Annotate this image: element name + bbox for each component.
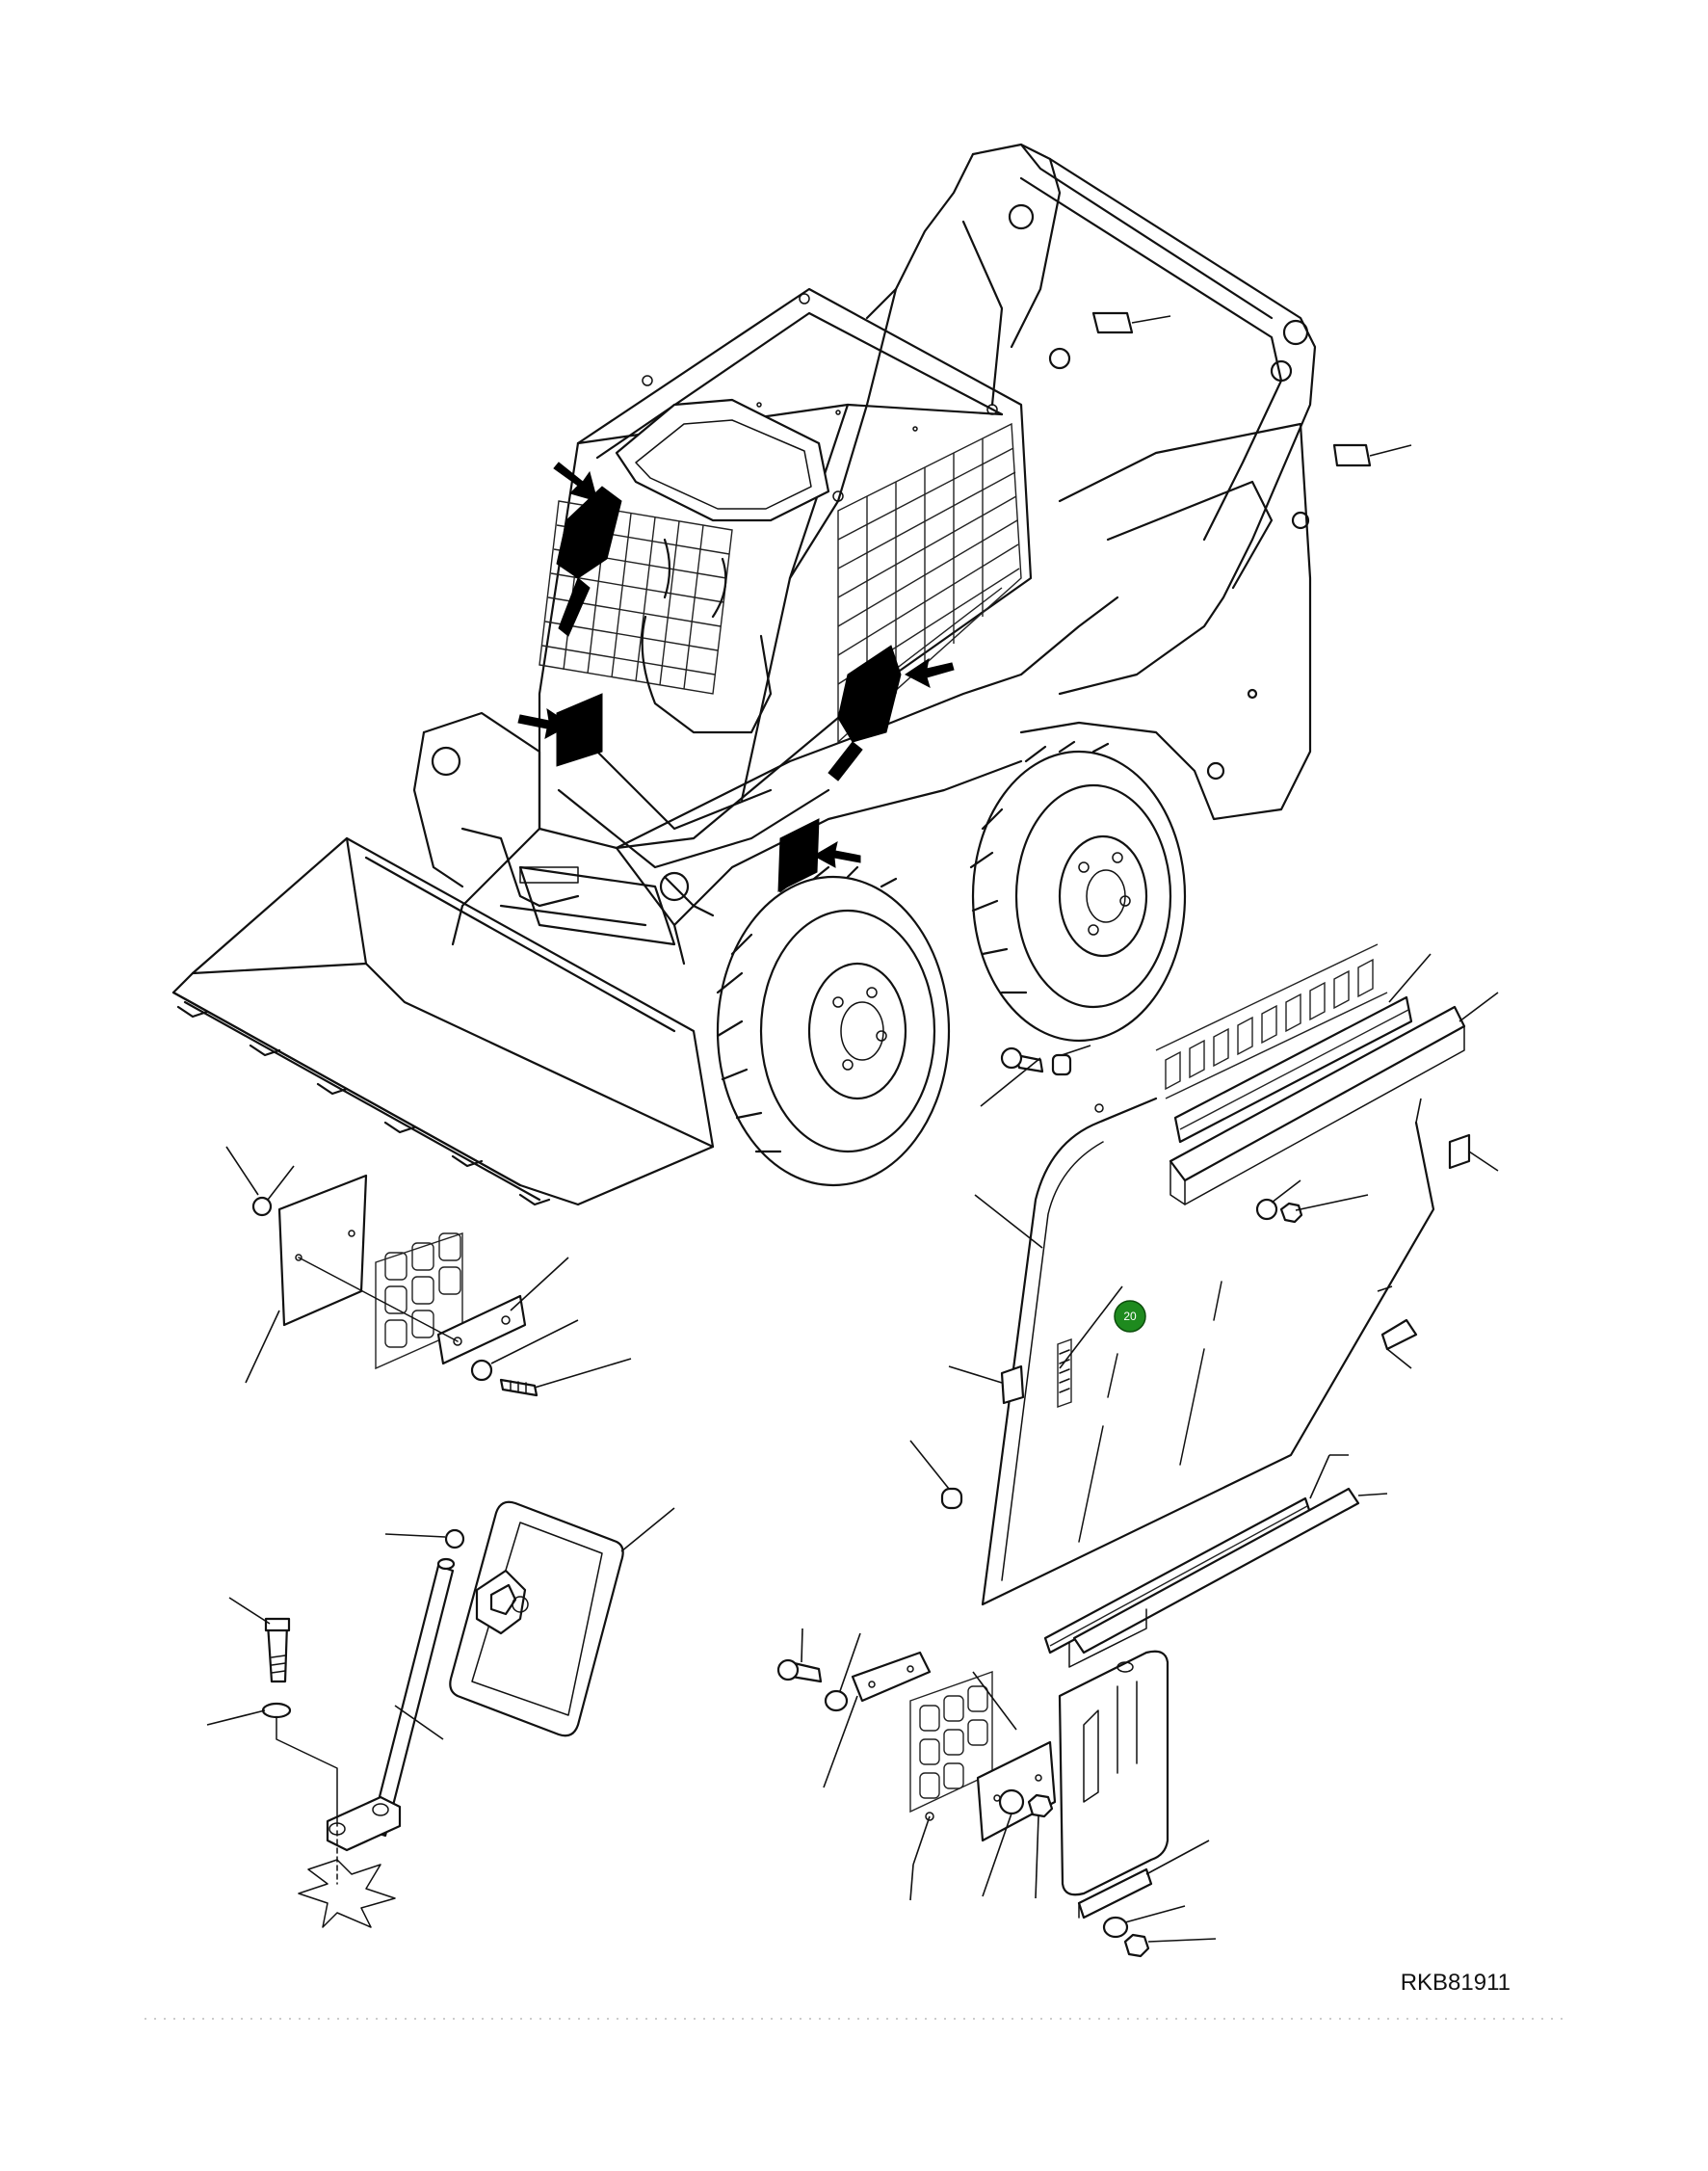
manual-holder bbox=[1058, 1650, 1169, 1896]
nut-icon bbox=[1027, 1793, 1054, 1818]
spacer-icon bbox=[1051, 1053, 1072, 1076]
arrow-icon bbox=[517, 707, 571, 739]
washer-icon bbox=[1255, 1198, 1278, 1221]
rear-wheel bbox=[969, 740, 1187, 1043]
arrow-icon bbox=[553, 462, 598, 502]
callout-badge[interactable]: 20 bbox=[1114, 1300, 1146, 1333]
nut-icon bbox=[1123, 1933, 1150, 1958]
label-plate-right bbox=[1332, 443, 1412, 467]
nut-icon bbox=[1279, 1202, 1303, 1224]
skid-steer-loader bbox=[171, 143, 1412, 1206]
label-plate-upper bbox=[1091, 311, 1171, 334]
door-glass-panel bbox=[981, 1097, 1435, 1606]
callout-badge-label: 20 bbox=[1123, 1310, 1137, 1323]
mirror-assembly bbox=[206, 1500, 675, 1928]
decal-side-panel bbox=[777, 818, 820, 892]
washer-icon bbox=[261, 1702, 292, 1719]
decal-cab-left-upper bbox=[556, 486, 622, 579]
bolt-icon bbox=[266, 1622, 289, 1683]
front-wheel bbox=[716, 865, 951, 1187]
decal-cab-right bbox=[837, 645, 902, 743]
cab-front-mesh bbox=[539, 500, 733, 695]
arrow-icon bbox=[905, 657, 955, 688]
cab-side-mesh bbox=[837, 422, 1022, 744]
plug-icon bbox=[940, 1487, 963, 1510]
mesh-panel-assembly-left bbox=[225, 1146, 632, 1397]
decal-cab-left-lower bbox=[556, 693, 603, 767]
mesh-panel-assembly-right bbox=[776, 1628, 1217, 1958]
ball-cap-icon bbox=[444, 1528, 465, 1549]
washer-icon bbox=[824, 1689, 849, 1712]
washer-icon bbox=[251, 1196, 273, 1217]
cap-nut-icon bbox=[470, 1359, 493, 1382]
mirror-icon bbox=[449, 1500, 624, 1737]
arrow-icon bbox=[812, 840, 861, 868]
washer-icon bbox=[998, 1788, 1025, 1815]
drawing-reference-code: RKB81911 bbox=[1401, 1970, 1511, 1996]
washer-icon bbox=[1102, 1916, 1129, 1939]
door-glass-assembly bbox=[909, 943, 1499, 1668]
bucket bbox=[171, 836, 715, 1206]
